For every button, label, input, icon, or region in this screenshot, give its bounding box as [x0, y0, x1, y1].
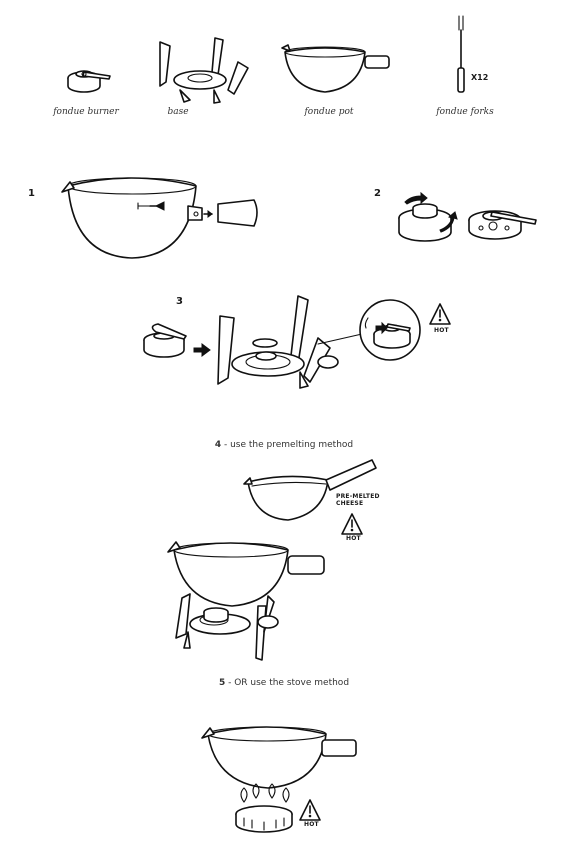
step4-text: - use the premelting method: [221, 440, 354, 450]
step3-number: 3: [176, 296, 183, 307]
hot-label-step4: HOT: [346, 535, 361, 542]
fondue-fork-drawing: [457, 15, 465, 93]
fondue-pot-drawing: [281, 44, 390, 93]
step5-caption: 5 - OR use the stove method: [0, 678, 568, 688]
fondue-burner-label: fondue burner: [53, 107, 119, 117]
step3-drawing: [143, 295, 451, 389]
step2-number: 2: [374, 188, 381, 199]
base-label: base: [167, 107, 189, 117]
step5-number: 5: [218, 678, 226, 688]
fondue-pot-label: fondue pot: [304, 107, 354, 117]
premelted-line1: PRE-MELTED: [336, 493, 380, 500]
fondue-burner-drawing: [67, 70, 111, 93]
step5-stove-drawing: [201, 726, 357, 833]
premelted-cheese-label: PRE-MELTED CHEESE: [336, 493, 380, 507]
step1-number: 1: [28, 188, 35, 199]
step2-burner-drawing: [398, 191, 537, 242]
step5-text: - OR use the stove method: [225, 678, 350, 688]
step4-fondue-set-drawing: [167, 541, 325, 661]
step4-saucepan-drawing: [243, 459, 377, 535]
forks-count: X12: [471, 73, 489, 82]
premelted-line2: CHEESE: [336, 500, 364, 507]
step4-caption: 4 - use the premelting method: [0, 440, 568, 450]
base-drawing: [159, 37, 249, 104]
hot-label-step3: HOT: [434, 327, 449, 334]
step1-pot-drawing: [61, 177, 258, 259]
step4-number: 4: [214, 440, 222, 450]
hot-label-step5: HOT: [304, 821, 319, 828]
fondue-forks-label: fondue forks: [436, 107, 494, 117]
